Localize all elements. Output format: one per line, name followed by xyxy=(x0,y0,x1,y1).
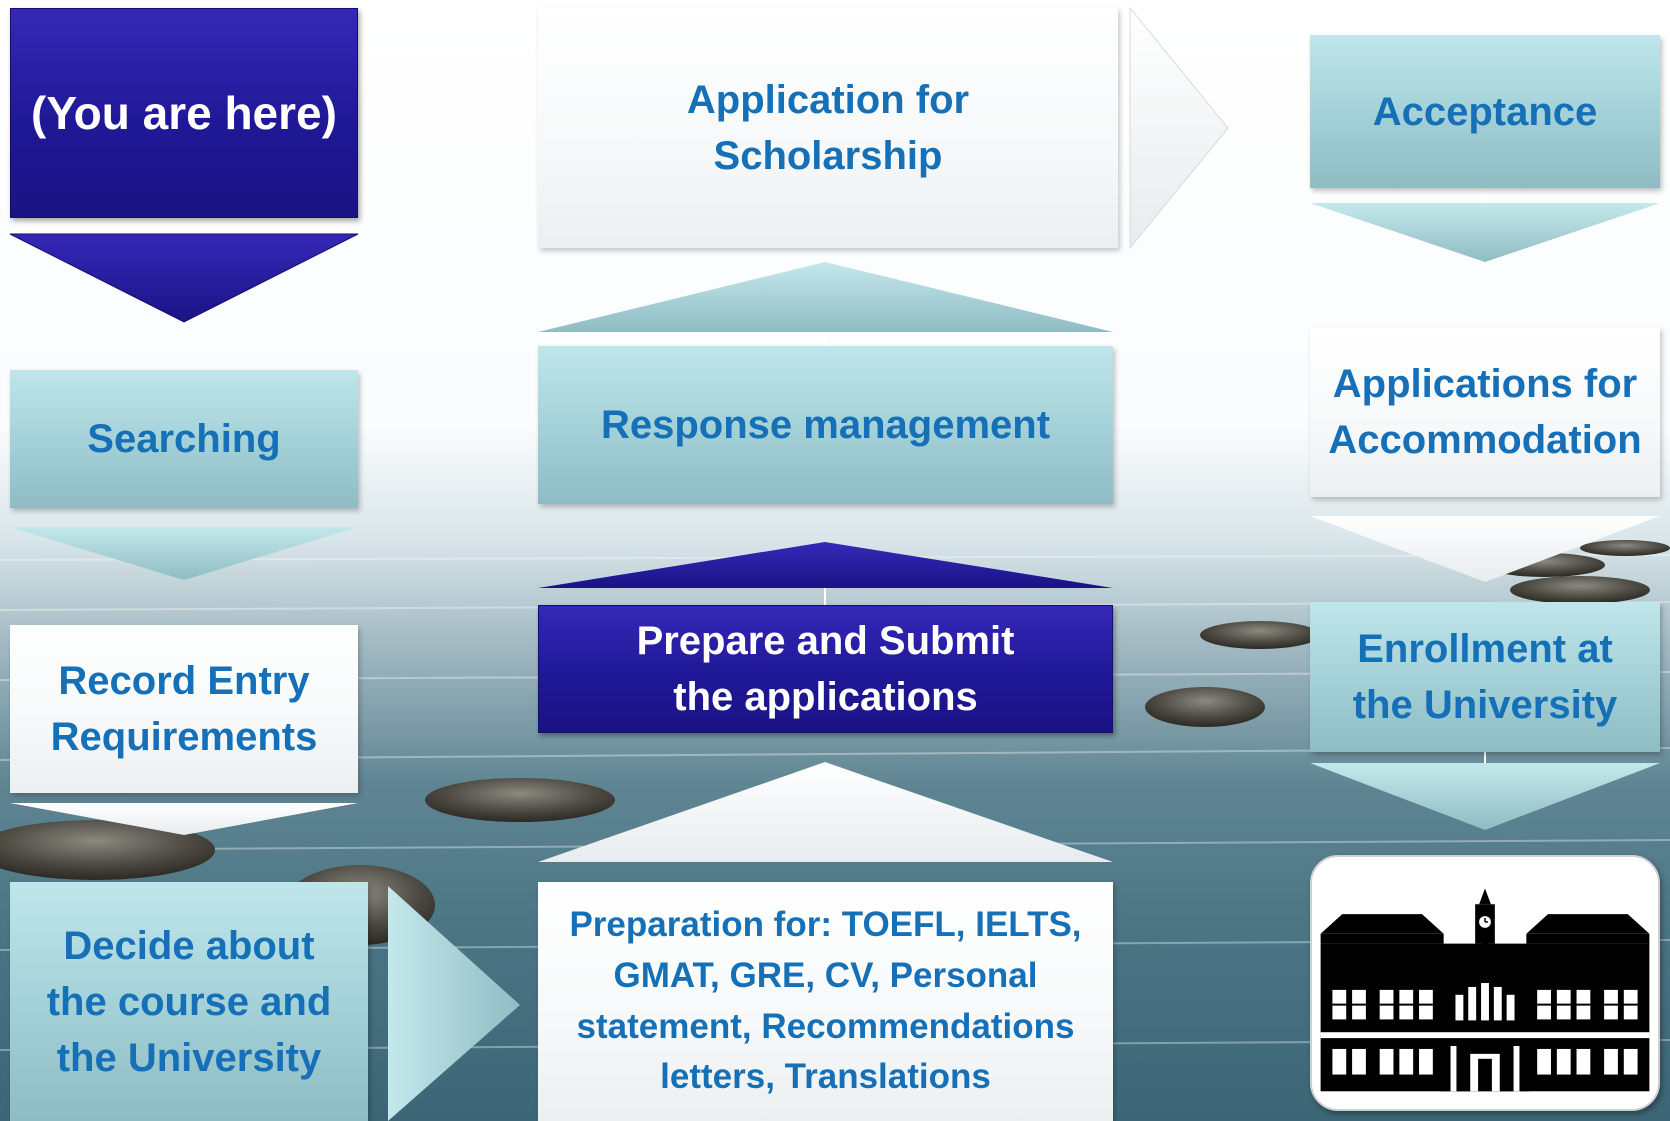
step-accommodation: Applications for Accommodation xyxy=(1310,327,1660,497)
step-response-management: Response management xyxy=(538,346,1113,504)
step-you-are-here-label: (You are here) xyxy=(31,86,337,139)
step-accommodation-line-1: Applications for xyxy=(1332,362,1638,406)
arrow-up-2 xyxy=(538,542,1113,588)
step-enrollment-line-2: the University xyxy=(1352,683,1618,727)
step-enrollment: Enrollment at the University xyxy=(1310,602,1660,752)
step-acceptance-label: Acceptance xyxy=(1372,89,1598,134)
step-decide-line-1: Decide about xyxy=(63,923,315,968)
step-scholarship-line-1: Application for xyxy=(686,78,970,122)
step-record-entry-line-1: Record Entry xyxy=(58,659,310,703)
arrow-down-3 xyxy=(10,803,358,835)
step-preparation-line-4: letters, Translations xyxy=(660,1057,991,1097)
step-record-entry-line-2: Requirements xyxy=(50,715,318,759)
arrow-down-1 xyxy=(9,233,359,323)
step-prepare-submit-line-1: Prepare and Submit xyxy=(636,619,1015,663)
step-preparation-line-2: GMAT, GRE, CV, Personal xyxy=(613,955,1038,995)
step-acceptance: Acceptance xyxy=(1310,35,1660,188)
step-decide: Decide about the course and the Universi… xyxy=(10,882,368,1121)
step-decide-line-2: the course and xyxy=(46,979,332,1024)
arrow-up-1 xyxy=(538,762,1113,862)
step-prepare-submit: Prepare and Submit the applications xyxy=(538,605,1113,733)
step-preparation-line-3: statement, Recommendations xyxy=(576,1006,1075,1046)
arrow-right-bottom xyxy=(388,886,520,1121)
step-prepare-submit-line-2: the applications xyxy=(673,675,978,719)
university-building-icon xyxy=(1310,855,1660,1111)
arrow-right-top xyxy=(1129,6,1229,250)
arrow-down-2 xyxy=(10,527,358,580)
arrow-up-3 xyxy=(538,262,1113,332)
arrow-down-r2 xyxy=(1310,516,1660,582)
step-preparation: Preparation for: TOEFL, IELTS, GMAT, GRE… xyxy=(538,882,1113,1121)
step-enrollment-line-1: Enrollment at xyxy=(1357,627,1613,671)
step-preparation-line-1: Preparation for: TOEFL, IELTS, xyxy=(569,905,1082,944)
step-scholarship-line-2: Scholarship xyxy=(713,134,943,178)
step-decide-line-3: the University xyxy=(56,1035,322,1080)
step-searching: Searching xyxy=(10,370,358,508)
arrow-down-r3 xyxy=(1310,763,1660,830)
step-record-entry: Record Entry Requirements xyxy=(10,625,358,793)
arrow-down-r1 xyxy=(1310,203,1660,262)
step-you-are-here: (You are here) xyxy=(10,8,358,218)
step-searching-label: Searching xyxy=(87,417,281,461)
step-accommodation-line-2: Accommodation xyxy=(1328,418,1642,462)
step-scholarship: Application for Scholarship xyxy=(538,8,1118,248)
step-response-management-label: Response management xyxy=(600,403,1051,447)
